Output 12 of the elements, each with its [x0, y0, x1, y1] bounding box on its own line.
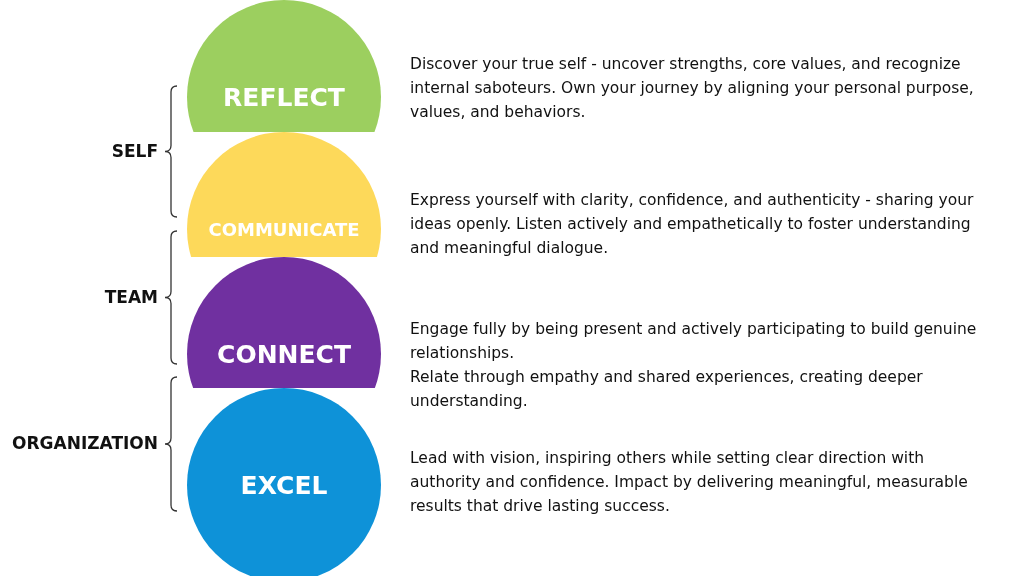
description-text: Discover your true self - uncover strengths, core values, and recognize internal saboteurs. Own your journey by aligning your personal purpose, values, and behaviors.: [410, 54, 975, 123]
circle-label: CONNECT: [217, 339, 351, 369]
description-text: Lead with vision, inspiring others while setting clear direction with authority and confidence. Impact by delivering meaningful, measurable results that drive lasting success.: [410, 448, 969, 517]
description-text: Engage fully by being present and actively participating to build genuine relationships.: [410, 319, 978, 364]
description-text: Express yourself with clarity, confidence, and authenticity - sharing your ideas openly. Listen actively and empathetically to foster understanding and meaningful dialogue.: [410, 190, 975, 259]
circle-label: REFLECT: [223, 82, 345, 112]
group-label: SELF: [111, 140, 158, 161]
circle-label: EXCEL: [240, 470, 328, 500]
group-label: TEAM: [104, 286, 158, 307]
group-label: ORGANIZATION: [12, 433, 158, 453]
description-text: Relate through empathy and shared experiences, creating deeper understanding.: [410, 367, 924, 412]
circle-label: COMMUNICATE: [208, 218, 360, 240]
